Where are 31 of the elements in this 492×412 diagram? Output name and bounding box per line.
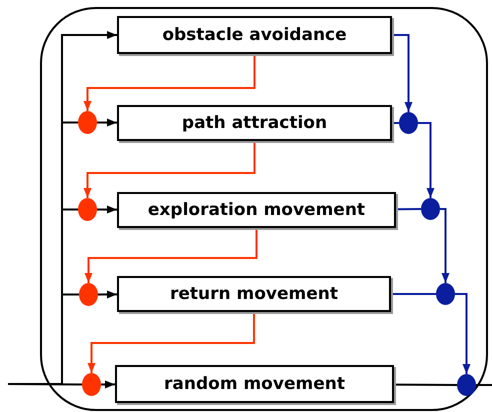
connector-arrow: [97, 118, 117, 127]
junction-dot: [78, 111, 97, 134]
box-label: exploration movement: [148, 200, 366, 220]
box-label: obstacle avoidance: [162, 25, 347, 45]
process-box: [117, 276, 391, 312]
connector-arrow: [97, 206, 117, 214]
process-box: [117, 105, 392, 141]
process-box: [115, 365, 394, 403]
connector-arrow: [88, 312, 255, 373]
connector-arrow: [455, 293, 470, 374]
connector-arrow: [418, 122, 434, 198]
connector-arrow: [440, 208, 450, 283]
junction-dot: [78, 198, 97, 221]
box-label: random movement: [164, 374, 345, 394]
process-box: [117, 16, 392, 54]
junction-dot: [399, 112, 418, 134]
rounded-frame: [40, 7, 488, 411]
box-label: path attraction: [182, 113, 328, 133]
process-box: [117, 192, 396, 228]
connector-arrow: [101, 380, 115, 388]
junction-dot: [79, 283, 98, 306]
connector-arrow: [84, 228, 258, 283]
junction-dot: [457, 374, 476, 396]
box-label: return movement: [170, 284, 338, 304]
connector-arrow: [392, 34, 412, 112]
junction-dot: [82, 373, 101, 396]
connector-arrow: [84, 54, 256, 111]
junction-dot: [436, 283, 455, 305]
connector-arrow: [84, 141, 256, 198]
junction-dot: [421, 198, 440, 220]
connector-arrow: [98, 290, 117, 298]
